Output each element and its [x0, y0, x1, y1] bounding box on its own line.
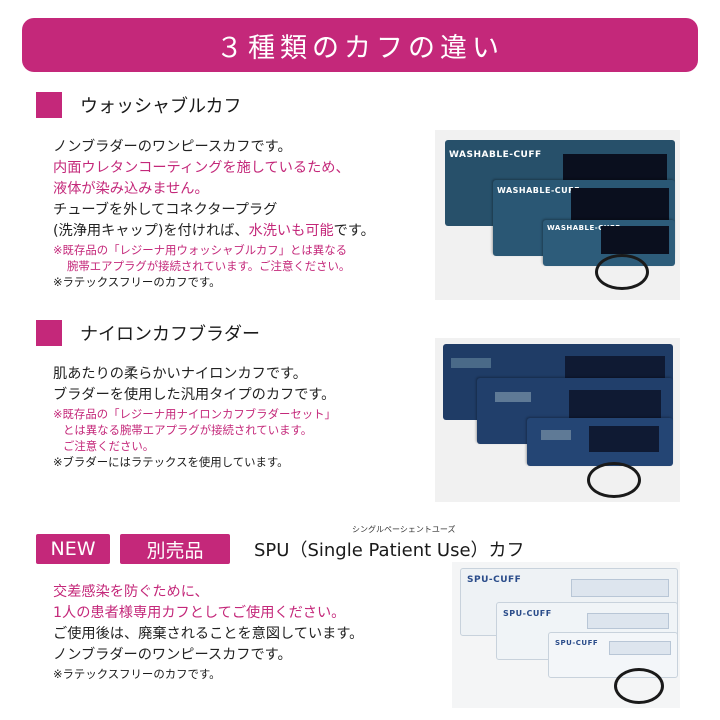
- section-heading-washable: ウォッシャブルカフ: [36, 92, 241, 118]
- note-line: ※ラテックスフリーのカフです。: [53, 667, 221, 681]
- note-line: ※既存品の「レジーナ用ウォッシャブルカフ」とは異なる: [53, 243, 347, 257]
- section-body-spu: 交差感染を防ぐために、 1人の患者様専用カフとしてご使用ください。 ご使用後は、…: [53, 582, 363, 682]
- spu-cuff-photo: SPU-CUFF SPU-CUFF SPU-CUFF: [452, 562, 680, 708]
- cuff-label: WASHABLE-CUFF: [497, 186, 581, 195]
- air-tube-icon: [595, 254, 649, 290]
- body-text-highlight: 水洗いも可能: [248, 223, 334, 239]
- body-line-highlight: 交差感染を防ぐために、: [53, 584, 209, 600]
- body-line: チューブを外してコネクタープラグ: [53, 202, 278, 218]
- page-title-banner: ３種類のカフの違い: [22, 18, 698, 72]
- air-tube-icon: [587, 462, 641, 498]
- note-line: ※ブラダーにはラテックスを使用しています。: [53, 455, 289, 469]
- note-line: ※ラテックスフリーのカフです。: [53, 275, 221, 289]
- body-line: ご使用後は、廃棄されることを意図しています。: [53, 626, 364, 642]
- body-line: ノンブラダーのワンピースカフです。: [53, 139, 292, 155]
- cuff-small: SPU-CUFF: [548, 632, 678, 678]
- section-body-nylon: 肌あたりの柔らかいナイロンカフです。 ブラダーを使用した汎用タイプのカフです。 …: [53, 364, 336, 470]
- section-title: ナイロンカフブラダー: [80, 324, 260, 345]
- body-text: (洗浄用キャップ)を付ければ、: [53, 223, 249, 239]
- new-badge: NEW: [36, 534, 110, 564]
- velcro-strip: [589, 426, 659, 452]
- note-line: ※既存品の「レジーナ用ナイロンカフブラダーセット」: [53, 407, 336, 421]
- body-line: (洗浄用キャップ)を付ければ、水洗いも可能です。: [53, 221, 375, 242]
- body-line: ブラダーを使用した汎用タイプのカフです。: [53, 387, 336, 403]
- fabric-tab: [495, 392, 531, 402]
- cuff-label: SPU-CUFF: [467, 575, 522, 585]
- nylon-cuff-photo: [435, 338, 680, 502]
- cuff-label: SPU-CUFF: [555, 639, 599, 647]
- cuff-label: SPU-CUFF: [503, 609, 552, 618]
- section-heading-nylon: ナイロンカフブラダー: [36, 320, 260, 346]
- cuff-small: [527, 418, 673, 466]
- badge-text: NEW: [50, 538, 96, 560]
- cuff-label: WASHABLE-CUFF: [449, 150, 542, 160]
- body-line: 肌あたりの柔らかいナイロンカフです。: [53, 366, 307, 382]
- body-line-highlight: 1人の患者様専用カフとしてご使用ください。: [53, 605, 346, 621]
- range-box: [587, 613, 669, 629]
- body-line: ノンブラダーのワンピースカフです。: [53, 647, 292, 663]
- note-line: とは異なる腕帯エアプラグが接続されています。: [63, 423, 313, 437]
- range-box: [571, 579, 669, 597]
- badge-text: 別売品: [146, 539, 204, 562]
- velcro-strip: [563, 154, 667, 180]
- cuff-label: WASHABLE-CUFF: [547, 224, 621, 232]
- section-title: ウォッシャブルカフ: [80, 96, 242, 117]
- note-line: 腕帯エアプラグが接続されています。ご注意ください。: [67, 259, 351, 273]
- range-box: [609, 641, 671, 655]
- cuff-small: WASHABLE-CUFF: [543, 220, 675, 266]
- fabric-tab: [541, 430, 571, 440]
- note-line: ご注意ください。: [63, 439, 155, 453]
- heading-square-icon: [36, 92, 62, 118]
- body-line-highlight: 液体が染み込みません。: [53, 181, 209, 197]
- section-title: SPU（Single Patient Use）カフ: [254, 540, 525, 561]
- velcro-strip: [571, 188, 669, 220]
- page-title: ３種類のカフの違い: [216, 32, 504, 64]
- ruby-text: シングルペーシェントユーズ: [352, 525, 456, 534]
- fabric-tab: [451, 358, 491, 368]
- section-body-washable: ノンブラダーのワンピースカフです。 内面ウレタンコーティングを施しているため、 …: [53, 137, 375, 290]
- air-tube-icon: [614, 668, 664, 704]
- velcro-strip: [569, 390, 661, 418]
- velcro-strip: [601, 226, 669, 254]
- body-line-highlight: 内面ウレタンコーティングを施しているため、: [53, 160, 350, 176]
- sold-separately-badge: 別売品: [120, 534, 230, 564]
- body-text: です。: [333, 223, 375, 239]
- heading-square-icon: [36, 320, 62, 346]
- washable-cuff-photo: WASHABLE-CUFF WASHABLE-CUFF WASHABLE-CUF…: [435, 130, 680, 300]
